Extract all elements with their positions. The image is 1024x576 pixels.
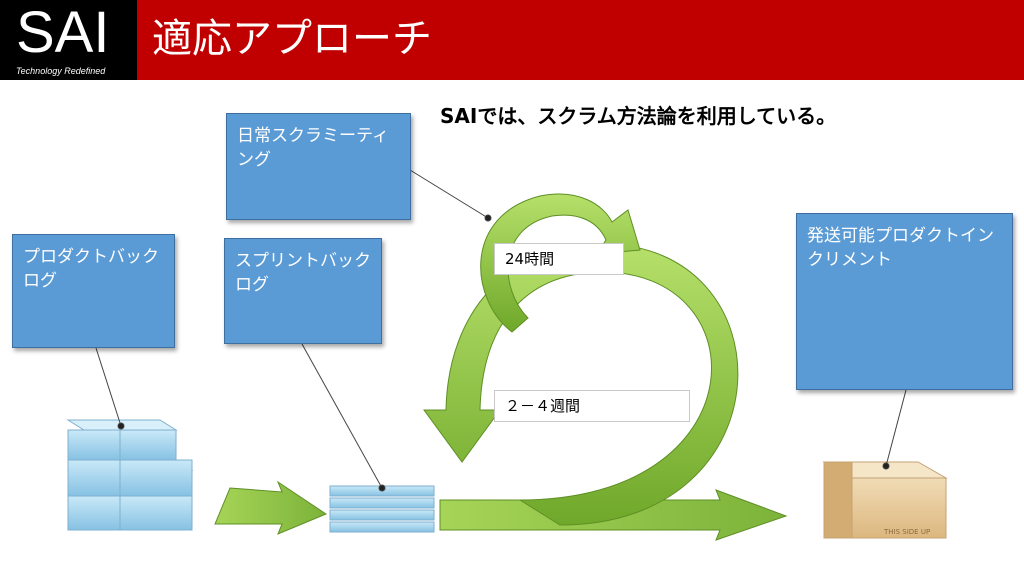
sprint-backlog-stack [329, 485, 435, 533]
daily-scrum-label: 日常スクラミーティング [237, 126, 389, 170]
connector-sprint [301, 343, 383, 489]
product-backlog-label: プロダクトバックログ [23, 247, 159, 291]
connector-product [95, 347, 122, 427]
connector-dot-product [117, 422, 125, 430]
weeks-label-box: ２－４週間 [494, 390, 690, 422]
hours-label-box: 24時間 [494, 243, 624, 275]
product-backlog-cubes [66, 419, 194, 531]
weeks-label: ２－４週間 [505, 397, 581, 415]
sprint-backlog-label: スプリントバックログ [235, 251, 371, 295]
connector-dot-sprint [378, 484, 386, 492]
carton-print: THIS SIDE UP [883, 528, 930, 536]
sprint-loop-arrow [423, 243, 739, 526]
increment-box: 発送可能プロダクトインクリメント [796, 213, 1013, 390]
increment-label: 発送可能プロダクトインクリメント [807, 226, 994, 270]
connector-dot-daily [484, 214, 492, 222]
slide-subtitle: SAIでは、スクラム方法論を利用している。 [440, 104, 837, 128]
daily-scrum-box: 日常スクラミーティング [226, 113, 411, 220]
connector-increment [885, 389, 907, 467]
logo-tagline: Technology Redefined [16, 66, 106, 76]
logo-text: SAI [16, 0, 110, 65]
page-title: 適応アプローチ [152, 16, 432, 62]
carton-box: THIS SIDE UP [822, 461, 948, 539]
connector-dot-increment [882, 462, 890, 470]
product-backlog-box: プロダクトバックログ [12, 234, 175, 348]
flow-arrow-left [214, 480, 328, 535]
sprint-backlog-box: スプリントバックログ [224, 238, 382, 344]
hours-label: 24時間 [505, 250, 555, 268]
connector-daily [409, 169, 489, 219]
header-bar: SAI Technology Redefined 適応アプローチ [0, 0, 1024, 80]
logo: SAI Technology Redefined [0, 0, 137, 80]
